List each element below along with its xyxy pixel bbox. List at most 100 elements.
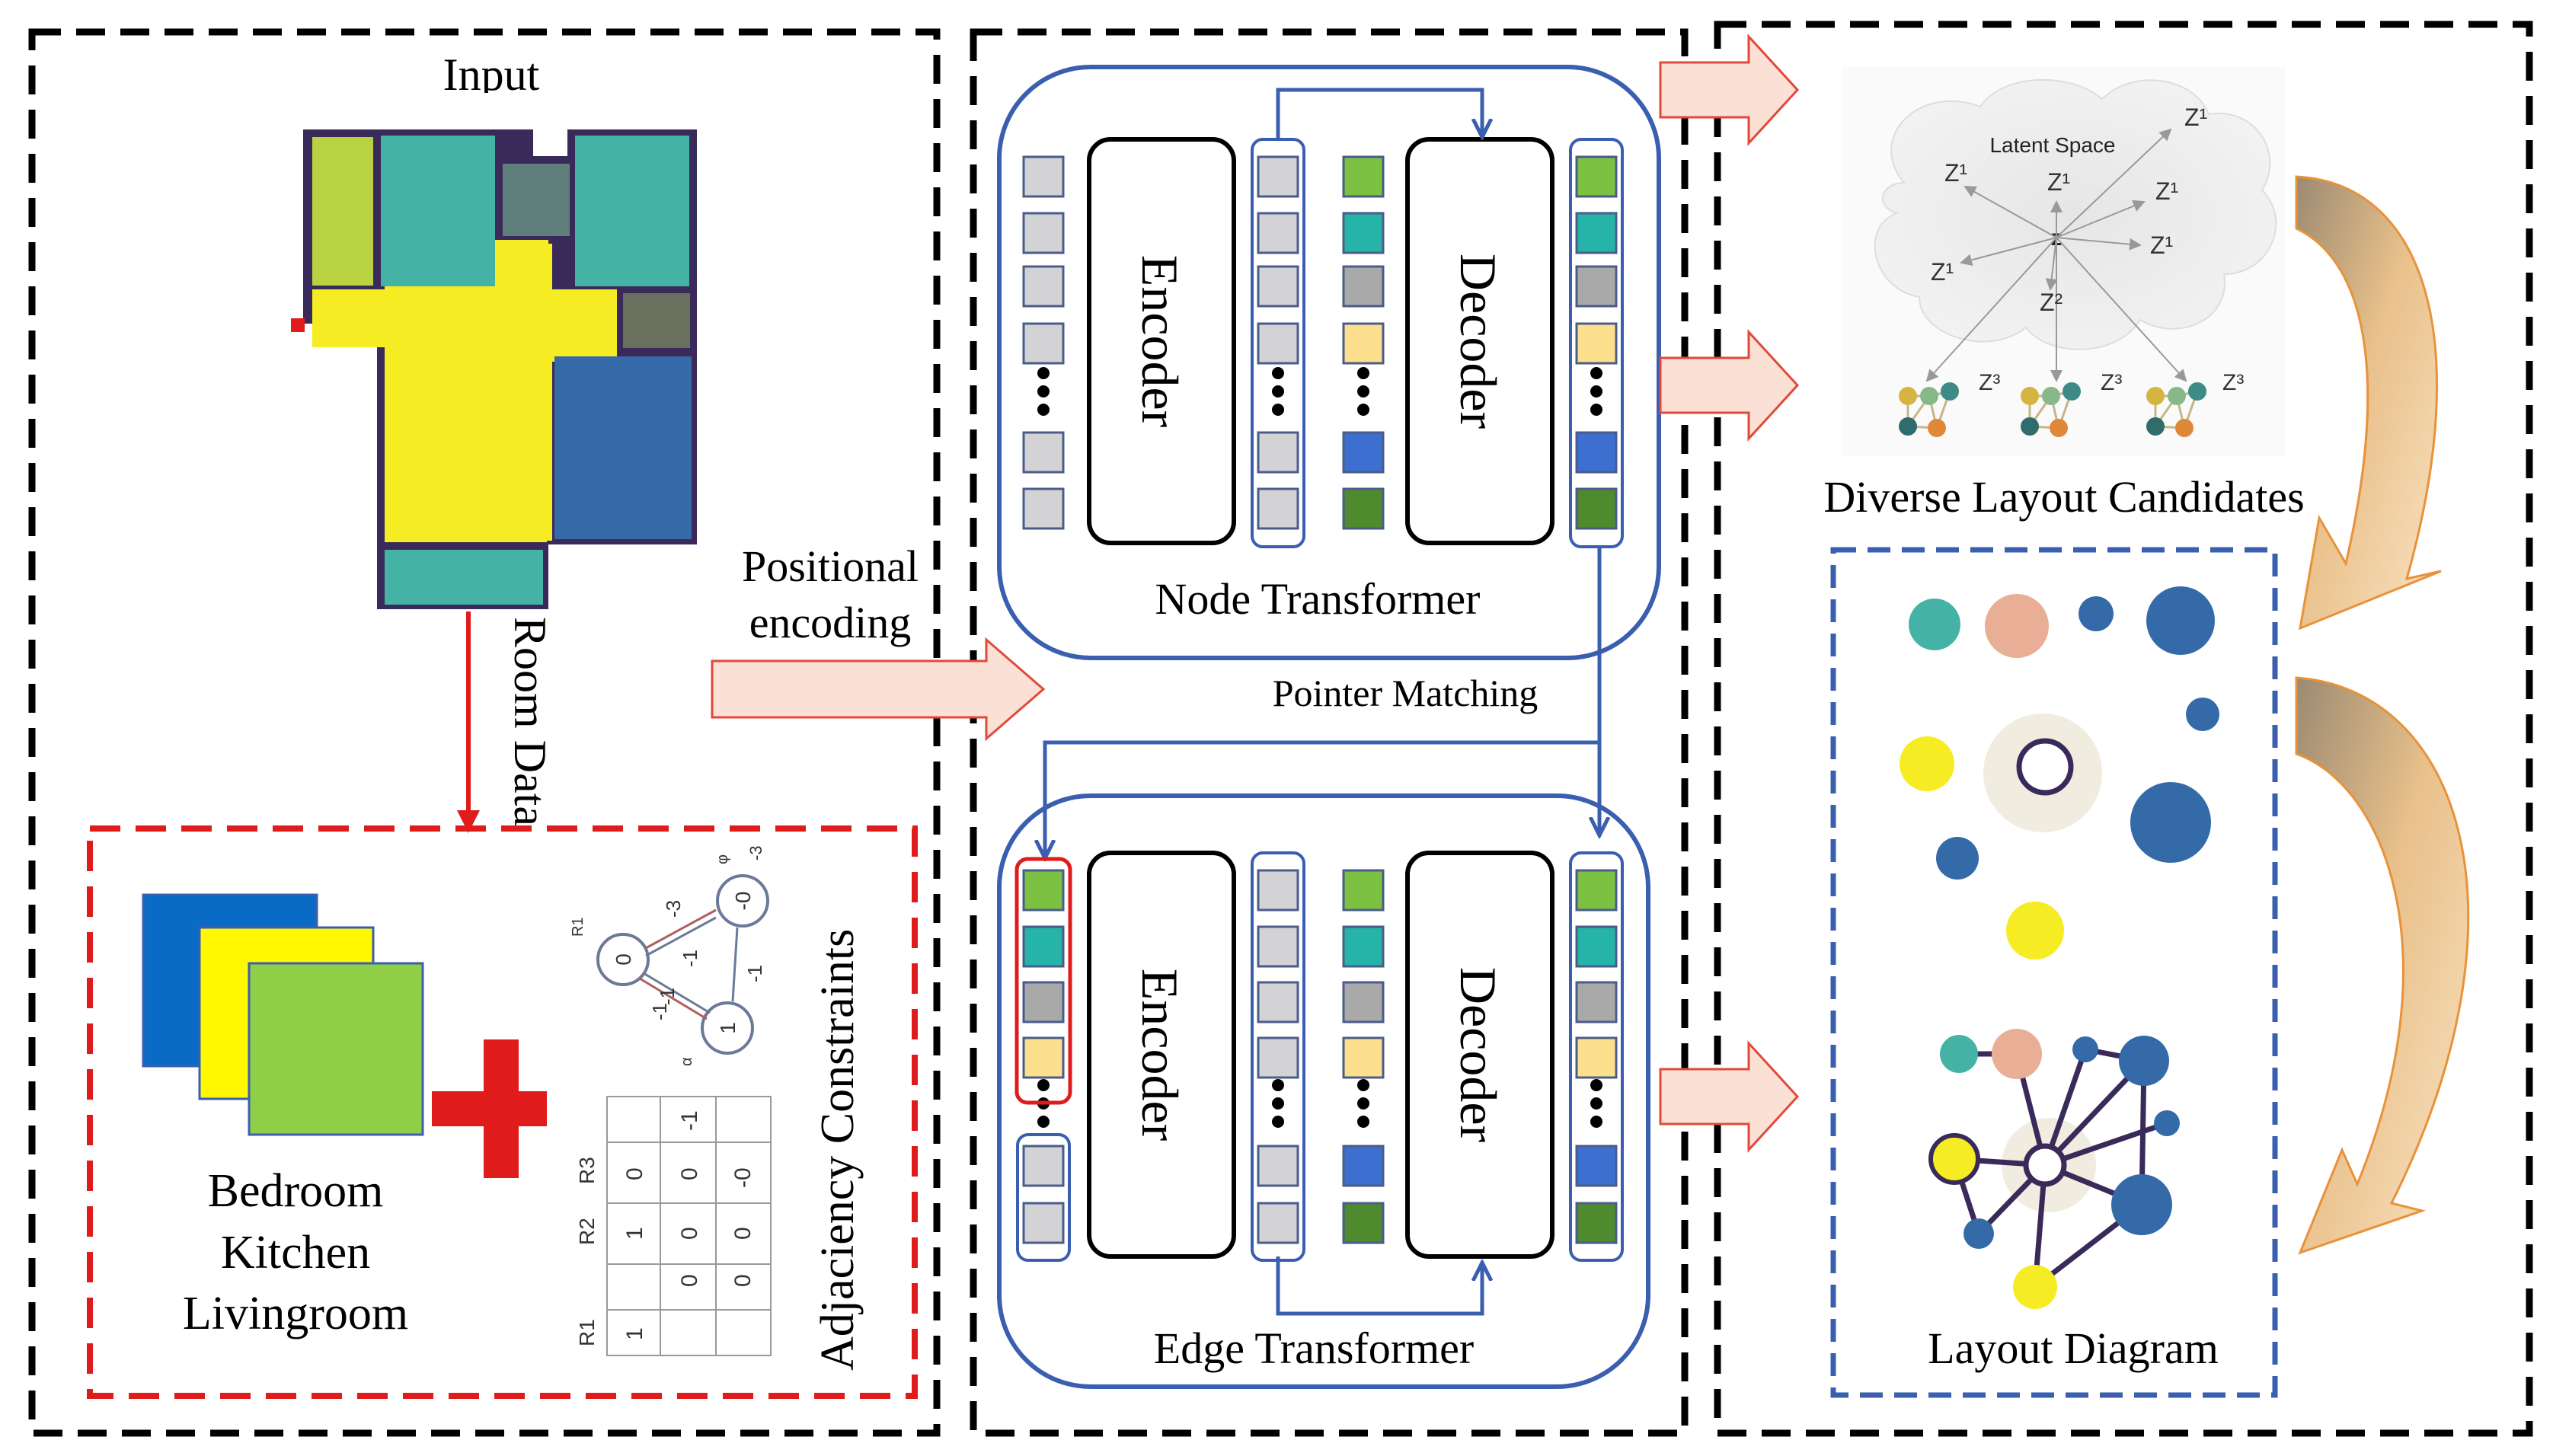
bubble-blue-tiny	[2186, 698, 2219, 731]
matrix-cell-2-0: 0	[622, 1167, 647, 1180]
adjacency-graph: 0 -0 1 -3 -1 -1 -1 -1 R1 α φ -3	[547, 834, 784, 1367]
room-data-label: Room Data	[505, 617, 555, 826]
edge-query-column-ellipsis-dot	[1357, 1097, 1369, 1110]
node-output-column	[1569, 138, 1624, 548]
node-input-column-ellipsis-dot	[1037, 385, 1050, 398]
edge-encoder-label: Encoder	[1131, 969, 1189, 1141]
output-arrow-middle	[1659, 329, 1800, 442]
node-output-column-token	[1575, 265, 1618, 308]
latent-z1-a: Z¹	[1944, 159, 1967, 187]
bubble-blue-left	[1936, 837, 1979, 880]
node-query-column-token	[1342, 155, 1385, 198]
latent-z1-c: Z¹	[2184, 104, 2207, 131]
room-card-livingroom	[248, 962, 424, 1136]
diagram-node-blue-right	[2111, 1174, 2172, 1235]
node-input-column-token	[1022, 431, 1065, 474]
diagram-node-teal	[1940, 1035, 1978, 1073]
edge-encoded-column-token	[1257, 925, 1299, 968]
node-encoder-box	[1087, 137, 1236, 545]
edge-pointer-column-token	[1022, 981, 1065, 1023]
edge-encoded-column-ellipsis-dot	[1272, 1116, 1284, 1128]
left-panel-frame	[28, 28, 941, 1437]
latent-z1-d: Z¹	[2155, 177, 2178, 205]
edge-input-column-ellipsis-dot	[1037, 1116, 1050, 1128]
node-input-column-token	[1022, 265, 1065, 308]
positional-encoding-line1: Positional	[742, 541, 919, 591]
latent-z1-f: Z¹	[1931, 258, 1954, 286]
latent-sample-graph-1	[1899, 382, 1959, 437]
latent-sample-node	[2146, 387, 2165, 405]
edge-label-4: -1	[648, 1003, 671, 1020]
edge-output-column-token	[1575, 925, 1618, 968]
latent-sample-node	[2146, 417, 2165, 436]
matrix-row-label-r3: R3	[575, 1157, 599, 1184]
diagram-node-blue-tiny	[2154, 1110, 2180, 1136]
edge-encoded-column-ellipsis-dot	[1272, 1079, 1284, 1091]
edge-encoded-column-ellipsis-dot	[1272, 1097, 1284, 1110]
matrix-cell-2-2: -0	[730, 1167, 756, 1188]
edge-encoded-column-token	[1257, 1145, 1299, 1187]
node-input-column-token	[1022, 212, 1065, 254]
pointer-matching-return	[1045, 740, 1599, 857]
bubble-yellow-bottom	[2006, 902, 2064, 959]
output-arrow-top	[1659, 34, 1800, 146]
graph-node-0: 0	[612, 953, 635, 966]
node-input-column	[1022, 155, 1065, 530]
node-output-column-token	[1575, 431, 1618, 474]
node-encoded-column-token	[1257, 212, 1299, 254]
node-query-column-token	[1342, 431, 1385, 474]
edge-query-column-ellipsis-dot	[1357, 1116, 1369, 1128]
bubble-yellow-left	[1900, 736, 1954, 791]
edge-query-column-ellipsis-dot	[1357, 1079, 1369, 1091]
node-query-column-token	[1342, 265, 1385, 308]
pointer-highlight-frame	[1014, 857, 1072, 1105]
room-type-kitchen: Kitchen	[221, 1227, 370, 1279]
node-output-column-token	[1575, 487, 1618, 530]
node-query-column-token	[1342, 487, 1385, 530]
latent-z3-c: Z³	[2222, 370, 2244, 395]
diagram-node-yellow-left	[1928, 1133, 1980, 1185]
room-type-livingroom: Livingroom	[183, 1288, 408, 1339]
edge-input-column-token	[1022, 1145, 1065, 1187]
node-query-column-ellipsis-dot	[1357, 404, 1369, 416]
room-data-frame	[87, 825, 918, 1399]
node-encoded-column-ellipsis-dot	[1272, 404, 1284, 416]
edge-encoded-column-token	[1257, 981, 1299, 1023]
layout-diagram-graph	[1927, 1022, 2180, 1311]
node-query-column-token	[1342, 212, 1385, 254]
angle-label-phi: φ	[714, 854, 731, 864]
edge-decoder-box	[1405, 851, 1554, 1259]
edge-encoded-column-token	[1257, 869, 1299, 912]
diagram-node-blue-large	[2119, 1036, 2169, 1086]
edge-label-2: -1	[656, 988, 679, 1005]
matrix-cell-1-0: 1	[622, 1227, 647, 1240]
latent-z3-b: Z³	[2101, 370, 2122, 395]
input-title: Input	[443, 49, 540, 100]
node-output-column-ellipsis-dot	[1590, 404, 1602, 416]
pointer-matching-label: Pointer Matching	[1273, 672, 1539, 714]
edge-pointer-column-token	[1022, 869, 1065, 912]
node-query-column	[1342, 155, 1385, 530]
latent-z1-e: Z¹	[2150, 231, 2173, 259]
node-output-column-ellipsis-dot	[1590, 367, 1602, 379]
edge-encoded-column-token	[1257, 1202, 1299, 1244]
edge-transformer-frame	[997, 793, 1650, 1389]
edge-output-column	[1569, 851, 1624, 1262]
diagram-node-blue-left	[1963, 1218, 1994, 1249]
output-arrow-bottom	[1659, 1040, 1800, 1153]
node-input-column-token	[1022, 322, 1065, 365]
node-query-column-ellipsis-dot	[1357, 367, 1369, 379]
positional-encoding-line2: encoding	[749, 598, 912, 647]
matrix-cell-3-1: -1	[677, 1110, 702, 1131]
matrix-cell-0-0: 1	[622, 1327, 647, 1340]
edge-encoder-box	[1087, 851, 1236, 1259]
edge-output-column-ellipsis-dot	[1590, 1116, 1602, 1128]
node-output-column-token	[1575, 322, 1618, 365]
graph-node-2: 1	[716, 1022, 740, 1034]
matrix-cell-1-1: 0	[677, 1227, 702, 1240]
right-panel-frame	[1714, 21, 2533, 1437]
latent-sample-node	[1899, 387, 1917, 405]
edge-output-column-token	[1575, 1036, 1618, 1079]
edge-label-1: -1	[679, 950, 701, 967]
